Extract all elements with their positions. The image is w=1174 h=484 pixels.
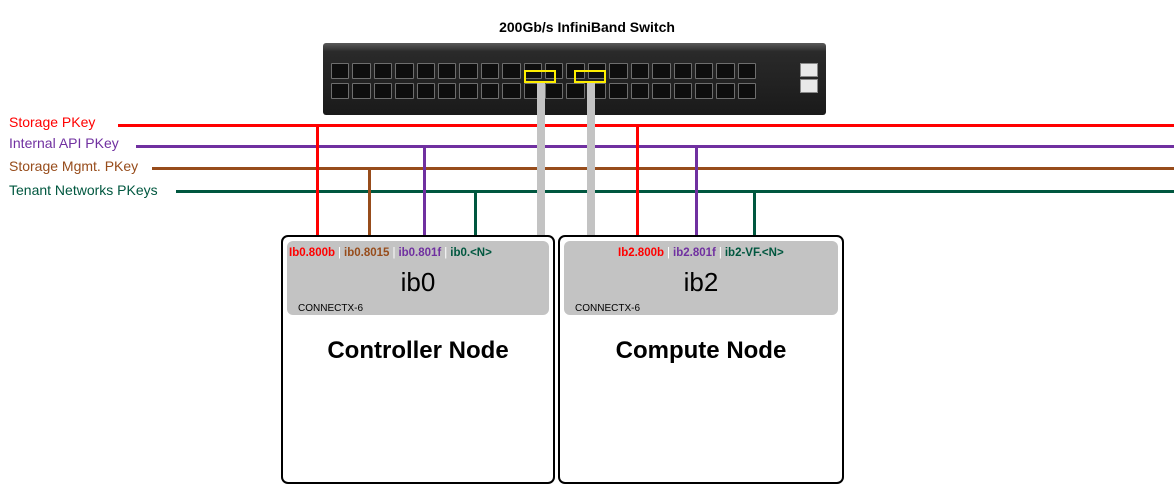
controller-internal-api-drop xyxy=(423,145,426,236)
port-row-bottom xyxy=(331,83,757,99)
switch-port xyxy=(694,83,714,99)
switch-port xyxy=(352,63,371,79)
controller-node: Ib0.800b|ib0.8015|ib0.801f|ib0.<N> ib0 C… xyxy=(281,235,555,484)
switch-port xyxy=(566,83,585,99)
cable-to-controller xyxy=(537,83,545,239)
switch-port xyxy=(545,83,564,99)
infiniband-switch xyxy=(323,43,826,115)
mgmt-port-2 xyxy=(800,79,818,93)
switch-port xyxy=(480,83,500,99)
storage-mgmt-pkey-line xyxy=(152,167,1174,170)
switch-port xyxy=(673,83,692,99)
switch-port xyxy=(673,63,692,79)
switch-port xyxy=(502,63,521,79)
controller-node-label: Controller Node xyxy=(327,337,509,364)
switch-port xyxy=(331,63,350,79)
switch-port xyxy=(652,63,671,79)
compute-nic: Ib2.800b|ib2.801f|ib2-VF.<N> ib2 CONNECT… xyxy=(564,241,838,315)
iface-ib0-8015: ib0.8015 xyxy=(344,247,390,259)
controller-storage-mgmt-drop xyxy=(368,167,371,236)
switch-port xyxy=(716,83,735,99)
switch-title: 200Gb/s InfiniBand Switch xyxy=(499,19,675,35)
switch-port xyxy=(373,63,393,79)
switch-port xyxy=(737,63,757,79)
switch-port xyxy=(630,83,650,99)
switch-port xyxy=(395,83,414,99)
switch-port xyxy=(609,63,628,79)
compute-nic-model: CONNECTX-6 xyxy=(575,303,641,314)
iface-ib0-800b: Ib0.800b xyxy=(289,247,336,259)
switch-port xyxy=(694,63,714,79)
switch-port-highlight-controller xyxy=(524,70,556,83)
internal-api-pkey-line xyxy=(136,145,1174,148)
switch-port xyxy=(373,83,393,99)
compute-storage-drop xyxy=(636,124,639,236)
switch-port xyxy=(395,63,414,79)
compute-internal-api-drop xyxy=(695,145,698,236)
iface-ib0-801f: ib0.801f xyxy=(398,247,442,259)
switch-port xyxy=(352,83,371,99)
switch-port xyxy=(438,63,457,79)
storage-pkey-line xyxy=(118,124,1174,127)
switch-port xyxy=(438,83,457,99)
switch-port xyxy=(716,63,735,79)
switch-port xyxy=(480,63,500,79)
switch-port xyxy=(630,63,650,79)
legend-tenant-networks-pkeys: Tenant Networks PKeys xyxy=(9,182,158,198)
switch-port xyxy=(609,83,628,99)
compute-interfaces: Ib2.800b|ib2.801f|ib2-VF.<N> xyxy=(618,247,784,259)
controller-tenant-drop xyxy=(474,190,477,236)
iface-ib2-800b: Ib2.800b xyxy=(618,247,665,259)
compute-node: Ib2.800b|ib2.801f|ib2-VF.<N> ib2 CONNECT… xyxy=(558,235,844,484)
iface-ib2-vf-n: ib2-VF.<N> xyxy=(724,247,784,259)
controller-nic-name: ib0 xyxy=(400,267,436,297)
controller-storage-drop xyxy=(316,124,319,236)
iface-ib0-n: ib0.<N> xyxy=(450,247,492,259)
switch-port xyxy=(737,83,757,99)
legend-storage-pkey: Storage PKey xyxy=(9,114,96,130)
tenant-networks-pkeys-line xyxy=(176,190,1174,193)
cable-to-compute xyxy=(587,83,595,239)
switch-port xyxy=(331,83,350,99)
controller-nic-model: CONNECTX-6 xyxy=(298,303,364,314)
switch-port xyxy=(459,83,478,99)
switch-port-highlight-compute xyxy=(574,70,606,83)
switch-port xyxy=(416,63,436,79)
mgmt-port-1 xyxy=(800,63,818,77)
legend-internal-api-pkey: Internal API PKey xyxy=(9,135,119,151)
compute-nic-name: ib2 xyxy=(683,267,719,297)
switch-port xyxy=(652,83,671,99)
switch-port xyxy=(502,83,521,99)
switch-port xyxy=(416,83,436,99)
controller-interfaces: Ib0.800b|ib0.8015|ib0.801f|ib0.<N> xyxy=(289,247,492,259)
legend-storage-mgmt-pkey: Storage Mgmt. PKey xyxy=(9,158,139,174)
controller-nic: Ib0.800b|ib0.8015|ib0.801f|ib0.<N> ib0 C… xyxy=(287,241,549,315)
compute-node-label: Compute Node xyxy=(615,337,787,364)
compute-tenant-drop xyxy=(753,190,756,236)
switch-port xyxy=(459,63,478,79)
iface-ib2-801f: ib2.801f xyxy=(673,247,716,259)
